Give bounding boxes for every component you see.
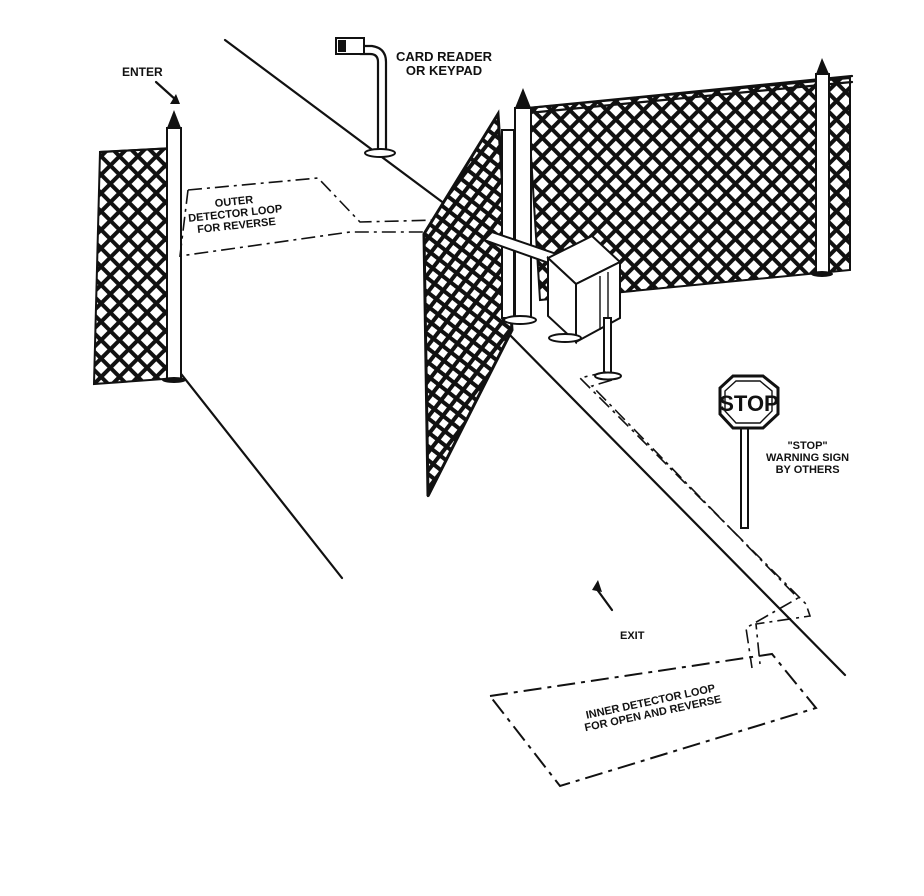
loop-lead-wire (578, 371, 812, 669)
exit-arrow-icon (592, 580, 614, 612)
stop-sign-label: "STOP" WARNING SIGN BY OTHERS (766, 440, 850, 476)
stop-sign: STOP (718, 374, 780, 529)
inner-detector-loop (488, 652, 818, 788)
right-end-post (811, 58, 833, 277)
enter-label: ENTER (122, 65, 163, 79)
card-reader-label: CARD READER OR KEYPAD (396, 49, 493, 78)
swing-gate (422, 109, 514, 498)
enter-arrow-icon (154, 80, 180, 104)
right-fence (526, 74, 854, 302)
stop-sign-text: STOP (719, 391, 779, 416)
card-reader-pedestal (335, 37, 396, 158)
left-fence (92, 146, 180, 386)
operator-support-post (594, 317, 622, 381)
exit-label: EXIT (620, 630, 645, 642)
hinge-post (501, 88, 537, 325)
gate-operator (546, 234, 622, 345)
